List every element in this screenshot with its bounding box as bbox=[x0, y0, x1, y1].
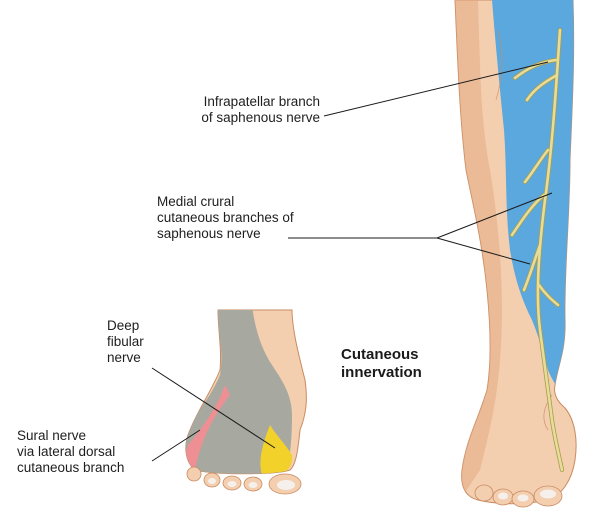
label-line: Deep bbox=[107, 318, 140, 333]
leader-medial-crural-lower bbox=[436, 237, 531, 265]
toenail bbox=[498, 492, 508, 500]
label-line: cutaneous branch bbox=[17, 460, 125, 475]
leg-toes bbox=[474, 484, 563, 508]
label-infrapatellar-branch: Infrapatellar branch of saphenous nerve bbox=[168, 94, 320, 126]
toenail bbox=[540, 489, 556, 499]
toenail bbox=[277, 480, 295, 490]
leader-lines bbox=[151, 61, 553, 462]
leader-sural bbox=[151, 429, 201, 462]
foot-toes bbox=[186, 466, 302, 495]
label-line: cutaneous branches of bbox=[157, 210, 294, 225]
label-line: fibular bbox=[107, 334, 144, 349]
toenail bbox=[248, 482, 258, 488]
superficial-fibular-region bbox=[185, 310, 292, 474]
label-line: of saphenous nerve bbox=[201, 110, 320, 125]
label-line: Infrapatellar branch bbox=[203, 94, 320, 109]
toenail bbox=[208, 478, 216, 484]
leader-deep-fibular bbox=[151, 367, 276, 449]
figure-title: Cutaneous innervation bbox=[341, 346, 422, 382]
title-line: Cutaneous bbox=[341, 346, 419, 363]
leader-medial-crural-upper bbox=[436, 192, 553, 239]
label-deep-fibular-nerve: Deep fibular nerve bbox=[107, 318, 144, 366]
label-line: Medial crural bbox=[157, 194, 235, 209]
toenail bbox=[517, 494, 529, 502]
title-line: innervation bbox=[341, 364, 422, 381]
leg-illustration bbox=[454, 0, 577, 508]
leader-infrapatellar bbox=[323, 61, 549, 117]
label-sural-nerve: Sural nerve via lateral dorsal cutaneous… bbox=[17, 428, 124, 476]
label-line: Sural nerve bbox=[17, 428, 87, 443]
knee-contour bbox=[495, 29, 503, 101]
foot-illustration bbox=[185, 309, 307, 495]
toe bbox=[186, 466, 202, 482]
label-line: saphenous nerve bbox=[157, 226, 261, 241]
sural-region bbox=[185, 385, 230, 470]
label-medial-crural-branches: Medial crural cutaneous branches of saph… bbox=[157, 194, 294, 242]
saphenous-nerve bbox=[509, 27, 565, 473]
label-line: nerve bbox=[107, 350, 141, 365]
toenail bbox=[227, 481, 237, 487]
saphenous-region bbox=[492, 0, 577, 420]
toe bbox=[474, 484, 494, 502]
deep-fibular-region bbox=[260, 425, 293, 474]
label-line: via lateral dorsal bbox=[17, 444, 116, 459]
